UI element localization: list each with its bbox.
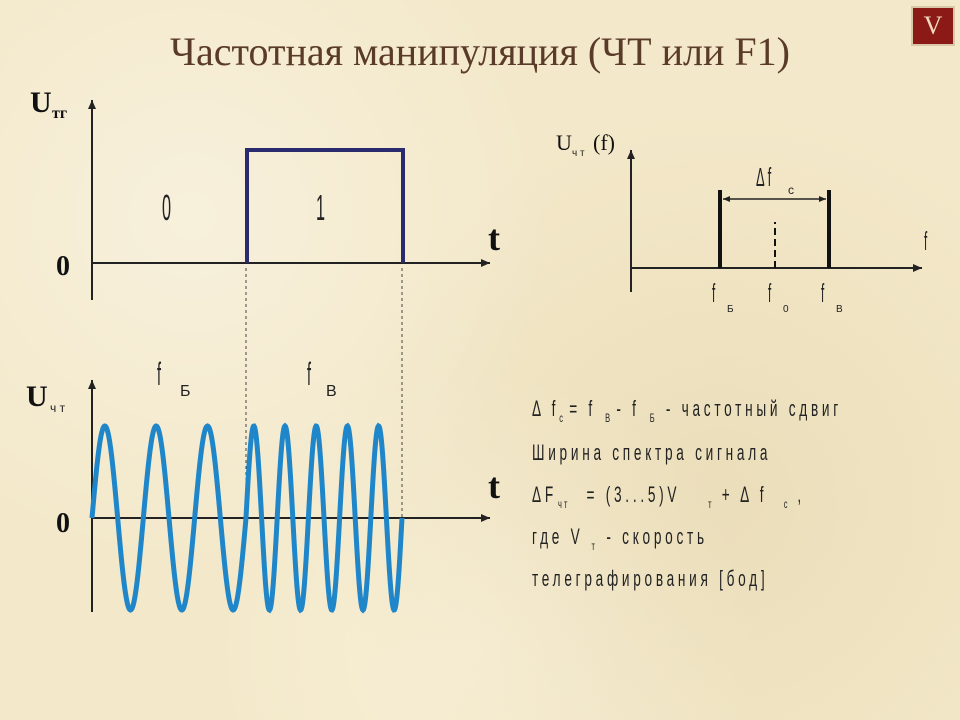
f-high-label: f bbox=[307, 358, 311, 393]
formula3-plus: + Δ f bbox=[722, 482, 768, 507]
formula3-dF: ΔF bbox=[532, 482, 557, 507]
formula1-delta: Δ f bbox=[532, 396, 559, 421]
delta-f-sub: с bbox=[788, 183, 794, 197]
formula1-desc: - частотный сдвиг bbox=[666, 396, 842, 421]
formula3-range: = (3...5)V bbox=[587, 482, 681, 507]
formula2-text: Ширина спектра сигнала bbox=[532, 440, 771, 465]
slide-title: Частотная манипуляция (ЧТ или F1) bbox=[170, 29, 790, 74]
formula4-where-sub: т bbox=[592, 540, 596, 553]
formula1-delta-sub: с bbox=[559, 412, 563, 425]
fv-label: f bbox=[821, 280, 824, 308]
bottom-origin-label: 0 bbox=[56, 508, 70, 539]
spectrum-y-label-arg: (f) bbox=[593, 130, 615, 155]
f-low-label: f bbox=[157, 358, 161, 393]
bit-zero-label: 0 bbox=[162, 188, 171, 228]
formula1-fv-sub: В bbox=[605, 412, 610, 425]
f-high-sub: В bbox=[326, 383, 337, 400]
formula3-range-sub: т bbox=[708, 498, 712, 511]
bit-one-label: 1 bbox=[316, 188, 325, 228]
formula3-comma: , bbox=[797, 482, 805, 507]
nav-button[interactable]: V bbox=[911, 6, 955, 46]
telegraph-graph: U тг t 0 0 1 bbox=[30, 86, 500, 300]
delta-f-label: Δ f bbox=[756, 163, 771, 192]
formula4-speed: - скорость bbox=[606, 524, 707, 549]
f-low-sub: Б bbox=[180, 383, 191, 400]
formula-block: Δ f с = f В - f Б - частотный сдвиг Шири… bbox=[532, 396, 842, 591]
spectrum-y-label: U bbox=[556, 130, 572, 155]
fb-sub: Б bbox=[727, 304, 734, 315]
formula3-dF-sub: ч т bbox=[558, 498, 568, 511]
formula1-fb-sub: Б bbox=[650, 412, 655, 425]
telegraph-pulse bbox=[245, 148, 405, 263]
top-y-label-sub: тг bbox=[52, 105, 67, 122]
fsk-sine-wave bbox=[89, 422, 405, 614]
f0-label: f bbox=[768, 280, 771, 308]
bottom-x-label: t bbox=[488, 466, 500, 506]
formula1-fb: - f bbox=[616, 396, 639, 421]
bottom-y-label: U bbox=[26, 380, 48, 413]
top-y-label: U bbox=[30, 86, 52, 119]
top-origin-label: 0 bbox=[56, 251, 70, 282]
formula3-plus-sub: с bbox=[784, 498, 788, 511]
spectrum-x-label: f bbox=[924, 228, 927, 256]
bottom-y-label-sub: ч т bbox=[50, 401, 66, 415]
fb-label: f bbox=[712, 280, 715, 308]
fsk-graph: U ч т t 0 f Б f В bbox=[26, 358, 500, 614]
fv-sub: В bbox=[836, 304, 843, 315]
spectrum-y-label-sub: ч т bbox=[572, 148, 585, 159]
spectrum-graph: U ч т (f) f Δ f с f Б f 0 f В bbox=[556, 130, 927, 315]
formula5-text: телеграфирования [бод] bbox=[532, 566, 768, 591]
top-x-label: t bbox=[488, 218, 500, 258]
f0-sub: 0 bbox=[783, 304, 789, 315]
formula4-where: где V bbox=[532, 524, 583, 549]
formula1-fv: = f bbox=[569, 396, 596, 421]
